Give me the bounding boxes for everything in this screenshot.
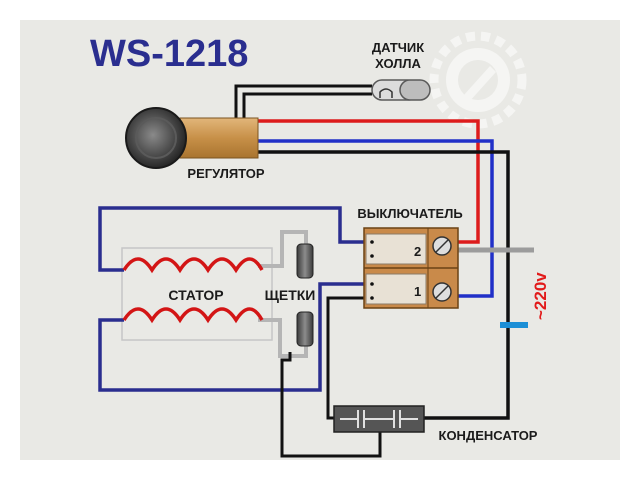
brushes-label: ЩЕТКИ <box>265 287 316 303</box>
hall-sensor-label-2: ХОЛЛА <box>375 56 421 71</box>
wire-hall-black <box>234 84 372 122</box>
capacitor-label: КОНДЕНСАТОР <box>439 428 538 443</box>
wire-black-brush <box>280 352 382 458</box>
regulator <box>125 107 259 169</box>
regulator-label: РЕГУЛЯТОР <box>187 166 264 181</box>
switch-label: ВЫКЛЮЧАТЕЛЬ <box>357 206 462 221</box>
wire-red <box>255 119 480 244</box>
capacitor-symbol-icon <box>340 410 418 428</box>
wire-gray-brush-top <box>258 230 308 268</box>
wire-blue-regulator <box>255 139 494 298</box>
round-knob-icon[interactable] <box>125 107 187 169</box>
regulator-body <box>179 117 259 159</box>
switch-pos-2: 2 <box>414 244 421 259</box>
capacitor <box>333 405 425 433</box>
stator-coil-top <box>122 257 264 274</box>
stator-frame <box>121 247 273 341</box>
wire-navy-stator-bottom <box>98 282 366 392</box>
stator-label: СТАТОР <box>168 287 223 303</box>
wire-black-supply <box>255 150 510 420</box>
switch[interactable] <box>363 227 459 309</box>
brush-bottom <box>296 311 314 347</box>
wire-navy-stator-top <box>98 206 366 272</box>
wire-hall-black-2 <box>242 92 372 122</box>
switch-pos-1: 1 <box>414 284 421 299</box>
wire-black-switch-cap <box>326 296 366 420</box>
hall-sensor-icon <box>371 79 431 101</box>
stator-coil-bottom <box>122 307 264 324</box>
title: WS-1218 <box>90 33 248 75</box>
wire-gray-brush-bottom <box>258 318 308 358</box>
voltage-label: ~220v <box>531 272 550 320</box>
gear-wrench-logo-icon <box>429 31 527 129</box>
switch-contact-2 <box>365 233 427 265</box>
hall-sensor-label-1: ДАТЧИК <box>372 40 424 55</box>
neutral-marker <box>500 322 528 328</box>
switch-contact-1 <box>365 273 427 305</box>
brush-top <box>296 243 314 279</box>
